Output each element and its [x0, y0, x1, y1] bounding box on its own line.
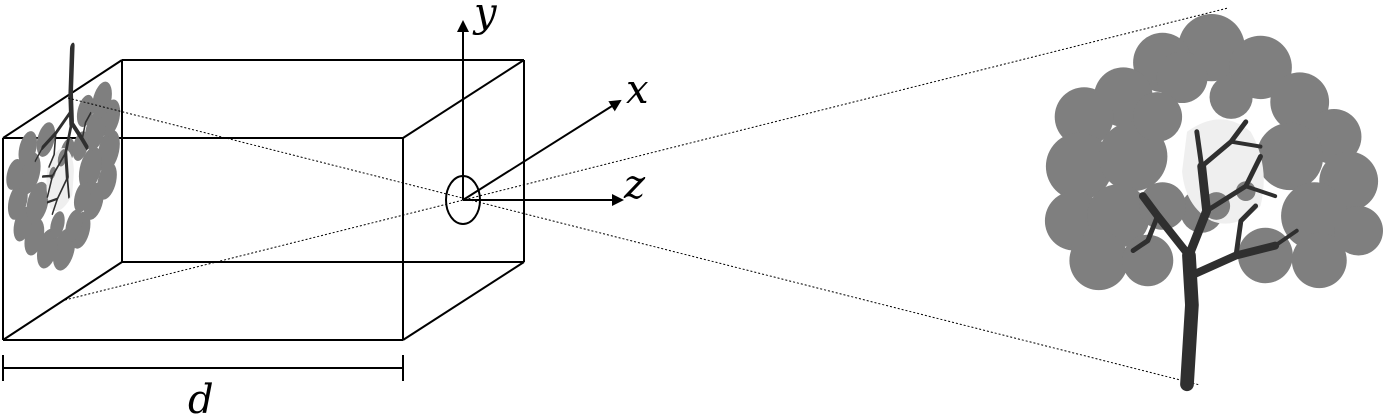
- x-axis-arrow: [462, 99, 622, 201]
- tree-object-icon: [1045, 14, 1383, 384]
- depth-dimension: d: [2, 355, 404, 420]
- ray-bottom: [67, 97, 1201, 386]
- box-bottom-left-diagonal: [2, 261, 123, 341]
- box-bottom-right-diagonal: [402, 261, 525, 341]
- inverted-tree-image: [6, 16, 120, 307]
- z-axis-label: z: [623, 162, 646, 208]
- projection-rays: [64, 7, 1229, 386]
- x-axis-label: x: [626, 67, 649, 113]
- coordinate-axes: y x z: [457, 0, 649, 208]
- camera-box: [2, 59, 525, 341]
- depth-label: d: [188, 377, 214, 420]
- box-top-left-diagonal: [2, 59, 123, 139]
- y-axis-label: y: [472, 0, 498, 36]
